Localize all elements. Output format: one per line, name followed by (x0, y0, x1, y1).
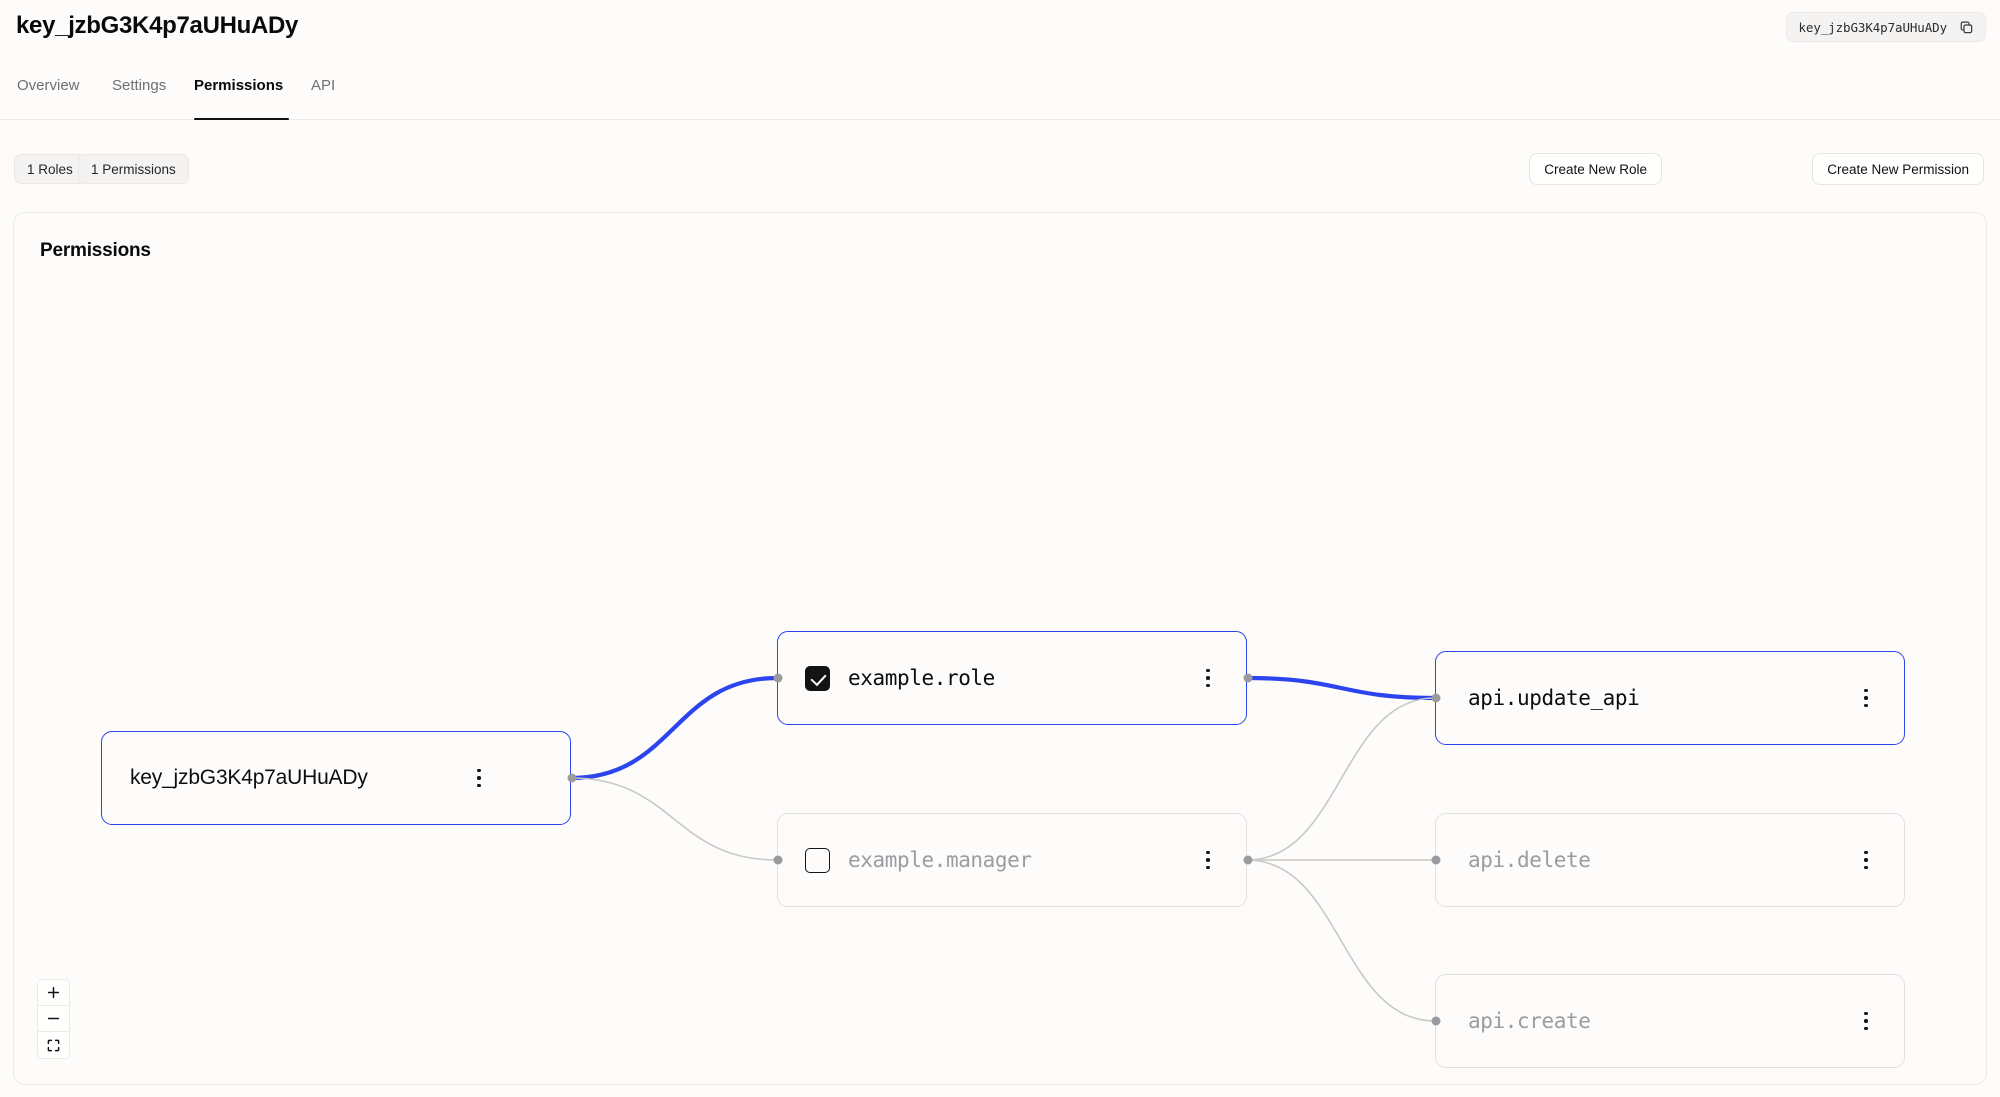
graph-node-api-update-api[interactable]: api.update_api (1431, 651, 1905, 745)
node-label-example-role: example.role (848, 666, 995, 690)
node-handle-target[interactable] (1431, 1016, 1441, 1026)
graph-canvas[interactable]: key_jzbG3K4p7aUHuADy example.role (14, 213, 1986, 1084)
zoom-controls (37, 979, 70, 1059)
node-label-api-delete: api.delete (1468, 848, 1591, 872)
edge-manager-to-create (1246, 859, 1436, 1022)
edge-role-to-update-api (1246, 675, 1436, 701)
node-handle-source[interactable] (1243, 855, 1253, 865)
node-handle-target[interactable] (1431, 855, 1441, 865)
edge-key-to-manager (570, 777, 778, 861)
graph-node-example-manager[interactable]: example.manager (773, 813, 1253, 907)
graph-node-api-delete[interactable]: api.delete (1431, 813, 1905, 907)
tab-permissions[interactable]: Permissions (194, 64, 289, 120)
create-new-permission-button[interactable]: Create New Permission (1812, 153, 1984, 185)
permissions-graph-card: Permissions key_jzbG3K4p7aUH (13, 212, 1987, 1085)
node-menu-api-update-api[interactable] (1855, 685, 1877, 711)
fit-view-button[interactable] (38, 1032, 69, 1058)
node-handle-source[interactable] (567, 773, 577, 783)
graph-node-api-create[interactable]: api.create (1431, 974, 1905, 1068)
toolbar: 1 Roles 1 Permissions Create New Role Cr… (0, 140, 2000, 190)
key-copy-badge[interactable]: key_jzbG3K4p7aUHuADy (1786, 12, 1986, 42)
node-label-api-create: api.create (1468, 1009, 1591, 1033)
node-menu-api-create[interactable] (1855, 1008, 1877, 1034)
node-handle-target[interactable] (773, 855, 783, 865)
page-title: key_jzbG3K4p7aUHuADy (16, 12, 299, 39)
node-handle-source[interactable] (1243, 673, 1253, 683)
node-handle-target[interactable] (773, 673, 783, 683)
key-badge-text: key_jzbG3K4p7aUHuADy (1798, 19, 1947, 35)
fit-view-icon (47, 1039, 60, 1051)
edge-key-to-role (570, 675, 778, 781)
node-handle-target[interactable] (1431, 693, 1441, 703)
graph-node-key[interactable]: key_jzbG3K4p7aUHuADy (101, 731, 577, 825)
copy-icon[interactable] (1959, 20, 1974, 35)
tab-overview[interactable]: Overview (17, 64, 85, 120)
graph-edges (570, 675, 1436, 1022)
checkbox-checked-icon[interactable] (805, 665, 830, 691)
zoom-out-button[interactable] (38, 1006, 69, 1032)
chip-roles-count[interactable]: 1 Roles (14, 154, 86, 184)
edge-manager-to-update-api (1246, 697, 1436, 861)
graph-node-example-role[interactable]: example.role (773, 631, 1253, 725)
tab-api[interactable]: API (311, 64, 343, 120)
zoom-in-icon (47, 986, 60, 999)
graph-panel-title: Permissions (40, 240, 151, 261)
node-menu-example-manager[interactable] (1197, 847, 1219, 873)
node-label-api-update-api: api.update_api (1468, 686, 1640, 710)
page-header: key_jzbG3K4p7aUHuADy key_jzbG3K4p7aUHuAD… (0, 0, 2000, 62)
node-menu-key[interactable] (468, 765, 490, 791)
node-menu-api-delete[interactable] (1855, 847, 1877, 873)
node-menu-example-role[interactable] (1197, 665, 1219, 691)
create-new-role-button[interactable]: Create New Role (1529, 153, 1662, 185)
zoom-in-button[interactable] (38, 980, 69, 1006)
checkbox-unchecked-icon[interactable] (805, 847, 830, 873)
tab-bar: Overview Settings Permissions API (0, 64, 2000, 120)
chip-permissions-count[interactable]: 1 Permissions (78, 154, 189, 184)
zoom-out-icon (47, 1017, 60, 1020)
node-label-key: key_jzbG3K4p7aUHuADy (130, 766, 368, 789)
tab-settings[interactable]: Settings (112, 64, 179, 120)
node-label-example-manager: example.manager (848, 848, 1032, 872)
